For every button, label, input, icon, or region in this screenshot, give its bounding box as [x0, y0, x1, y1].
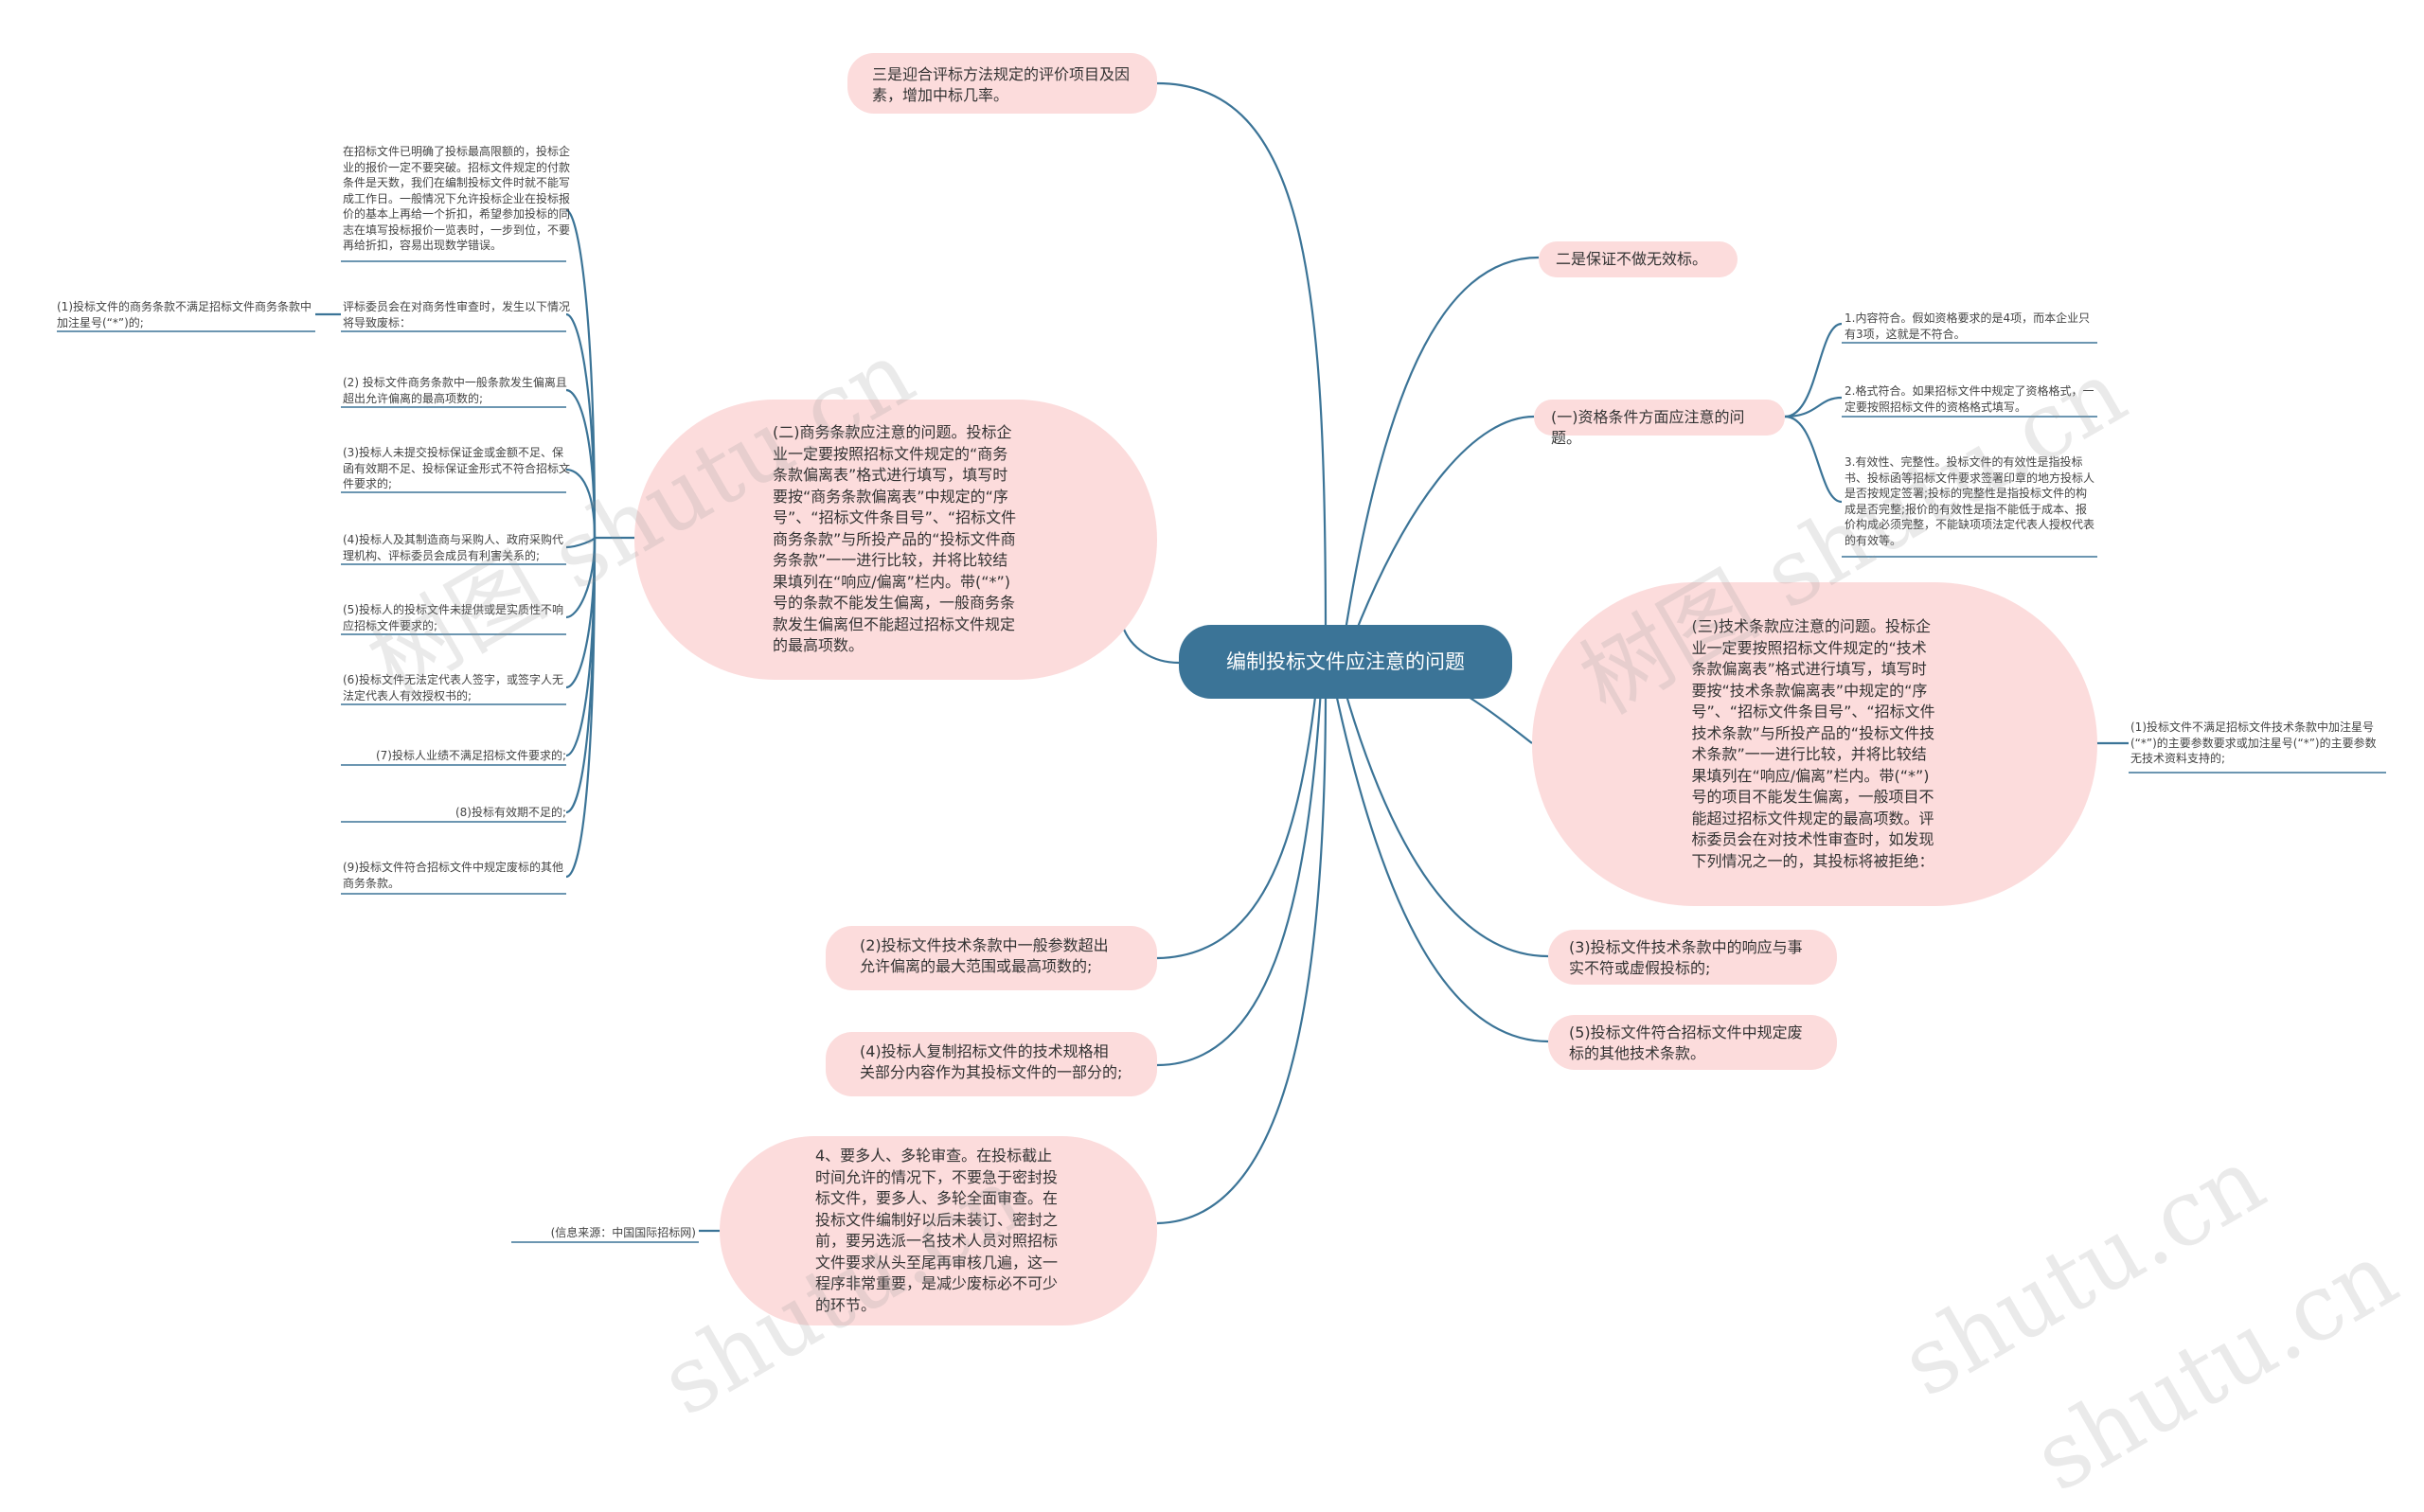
business-item-4[interactable]: (4)投标人及其制造商与采购人、政府采购代理机构、评标委员会成员有利害关系的;: [343, 532, 570, 563]
link-branch-4: [1156, 688, 1328, 1225]
root-node[interactable]: 编制投标文件应注意的问题: [1179, 625, 1512, 699]
branch-node-3[interactable]: 三是迎合评标方法规定的评价项目及因素，增加中标几率。: [847, 53, 1157, 114]
branch-3-text: 三是迎合评标方法规定的评价项目及因素，增加中标几率。: [872, 65, 1131, 104]
source-note[interactable]: (信息来源：中国国际招标网): [511, 1225, 696, 1241]
technical-title: (三)技术条款应注意的问题。投标企业一定要按照招标文件规定的“技术条款偏离表”格…: [1691, 617, 1935, 870]
link-qual-1: [1784, 322, 1843, 418]
technical-node[interactable]: (三)技术条款应注意的问题。投标企业一定要按照招标文件规定的“技术条款偏离表”格…: [1532, 582, 2097, 906]
tech-2-node[interactable]: (2)投标文件技术条款中一般参数超出允许偏离的最大范围或最高项数的;: [826, 926, 1157, 990]
branch-4-text: 4、要多人、多轮审查。在投标截止时间允许的情况下，不要急于密封投标文件，要多人、…: [815, 1147, 1059, 1314]
link-qualification: [1352, 415, 1535, 637]
business-item-3[interactable]: (3)投标人未提交投标保证金或金额不足、保函有效期不足、投标保证金形式不符合招标…: [343, 445, 570, 492]
qualification-item-3-text: 3.有效性、完整性。投标文件的有效性是指投标书、投标函等招标文件要求签署印章的地…: [1845, 455, 2095, 547]
tech-4-text: (4)投标人复制招标文件的技术规格相关部分内容作为其投标文件的一部分的;: [860, 1042, 1123, 1081]
branch-2-text: 二是保证不做无效标。: [1556, 250, 1708, 268]
link-tech-3: [1343, 688, 1549, 958]
business-item-7-text: (7)投标人业绩不满足招标文件要求的;: [375, 749, 566, 762]
link-biz-9: [565, 537, 597, 879]
tech-3-text: (3)投标文件技术条款中的响应与事实不符或虚假投标的;: [1569, 938, 1803, 977]
business-item-8[interactable]: (8)投标有效期不足的;: [343, 805, 566, 821]
technical-item-1-text: (1)投标文件不满足招标文件技术条款中加注星号(“*”)的主要参数要求或加注星号…: [2130, 720, 2377, 765]
tech-3-node[interactable]: (3)投标文件技术条款中的响应与事实不符或虚假投标的;: [1548, 930, 1837, 985]
business-note-text: 在招标文件已明确了投标最高限额的，投标企业的报价一定不要突破。招标文件规定的付款…: [343, 145, 571, 252]
technical-item-1[interactable]: (1)投标文件不满足招标文件技术条款中加注星号(“*”)的主要参数要求或加注星号…: [2130, 720, 2386, 767]
qualification-item-1[interactable]: 1.内容符合。假如资格要求的是4项，而本企业只有3项，这就是不符合。: [1845, 311, 2095, 342]
business-item-9-text: (9)投标文件符合招标文件中规定废标的其他商务条款。: [343, 861, 563, 890]
qualification-item-2[interactable]: 2.格式符合。如果招标文件中规定了资格格式，一定要按照招标文件的资格格式填写。: [1845, 383, 2095, 415]
business-node[interactable]: (二)商务条款应注意的问题。投标企业一定要按照招标文件规定的“商务条款偏离表”格…: [634, 400, 1157, 680]
link-qual-3: [1784, 415, 1843, 504]
business-item-3-text: (3)投标人未提交投标保证金或金额不足、保函有效期不足、投标保证金形式不符合招标…: [343, 446, 571, 490]
qualification-item-1-text: 1.内容符合。假如资格要求的是4项，而本企业只有3项，这就是不符合。: [1845, 311, 2091, 341]
business-item-2[interactable]: (2) 投标文件商务条款中一般条款发生偏离且超出允许偏离的最高项数的;: [343, 375, 570, 406]
qualification-item-3[interactable]: 3.有效性、完整性。投标文件的有效性是指投标书、投标函等招标文件要求签署印章的地…: [1845, 454, 2095, 548]
root-title: 编制投标文件应注意的问题: [1226, 650, 1465, 673]
branch-node-4[interactable]: 4、要多人、多轮审查。在投标截止时间允许的情况下，不要急于密封投标文件，要多人、…: [720, 1136, 1157, 1325]
tech-4-node[interactable]: (4)投标人复制招标文件的技术规格相关部分内容作为其投标文件的一部分的;: [826, 1032, 1157, 1096]
link-branch-2: [1343, 256, 1540, 637]
business-item-5[interactable]: (5)投标人的投标文件未提供或是实质性不响应招标文件要求的;: [343, 602, 570, 633]
link-tech-5: [1333, 688, 1549, 1043]
mindmap-connectors: [57, 81, 2386, 1243]
business-item-9[interactable]: (9)投标文件符合招标文件中规定废标的其他商务条款。: [343, 860, 570, 891]
link-tech-4: [1156, 688, 1323, 1067]
business-review-text: 评标委员会在对商务性审查时，发生以下情况将导致废标：: [343, 300, 571, 329]
business-item-6-text: (6)投标文件无法定代表人签字，或签字人无法定代表人有效授权书的;: [343, 673, 563, 703]
link-biz-2: [565, 388, 597, 539]
business-item-6[interactable]: (6)投标文件无法定代表人签字，或签字人无法定代表人有效授权书的;: [343, 672, 570, 703]
qualification-item-2-text: 2.格式符合。如果招标文件中规定了资格格式，一定要按照招标文件的资格格式填写。: [1845, 384, 2094, 414]
link-branch-3: [1156, 81, 1328, 637]
branch-node-2[interactable]: 二是保证不做无效标。: [1539, 241, 1738, 277]
business-item-4-text: (4)投标人及其制造商与采购人、政府采购代理机构、评标委员会成员有利害关系的;: [343, 533, 563, 562]
qualification-node[interactable]: (一)资格条件方面应注意的问题。: [1534, 400, 1785, 447]
tech-5-text: (5)投标文件符合招标文件中规定废标的其他技术条款。: [1569, 1023, 1803, 1062]
business-item-2-text: (2) 投标文件商务条款中一般条款发生偏离且超出允许偏离的最高项数的;: [343, 376, 567, 405]
source-text: (信息来源：中国国际招标网): [550, 1226, 696, 1239]
link-qual-2: [1784, 396, 1843, 418]
qualification-title: (一)资格条件方面应注意的问题。: [1551, 408, 1745, 447]
link-biz-3: [565, 468, 597, 539]
tech-5-node[interactable]: (5)投标文件符合招标文件中规定废标的其他技术条款。: [1548, 1015, 1837, 1070]
business-item-8-text: (8)投标有效期不足的;: [454, 806, 566, 819]
business-review[interactable]: 评标委员会在对商务性审查时，发生以下情况将导致废标：: [343, 299, 570, 330]
link-tech-2: [1156, 688, 1318, 960]
business-title: (二)商务条款应注意的问题。投标企业一定要按照招标文件规定的“商务条款偏离表”格…: [773, 423, 1017, 655]
business-item-5-text: (5)投标人的投标文件未提供或是实质性不响应招标文件要求的;: [343, 603, 563, 632]
business-item-7[interactable]: (7)投标人业绩不满足招标文件要求的;: [343, 748, 566, 764]
business-note[interactable]: 在招标文件已明确了投标最高限额的，投标企业的报价一定不要突破。招标文件规定的付款…: [343, 144, 570, 254]
business-review-sub[interactable]: (1)投标文件的商务条款不满足招标文件商务条款中加注星号(“*”)的;: [57, 299, 314, 330]
tech-2-text: (2)投标文件技术条款中一般参数超出允许偏离的最大范围或最高项数的;: [860, 936, 1109, 975]
business-review-sub-text: (1)投标文件的商务条款不满足招标文件商务条款中加注星号(“*”)的;: [57, 300, 312, 329]
